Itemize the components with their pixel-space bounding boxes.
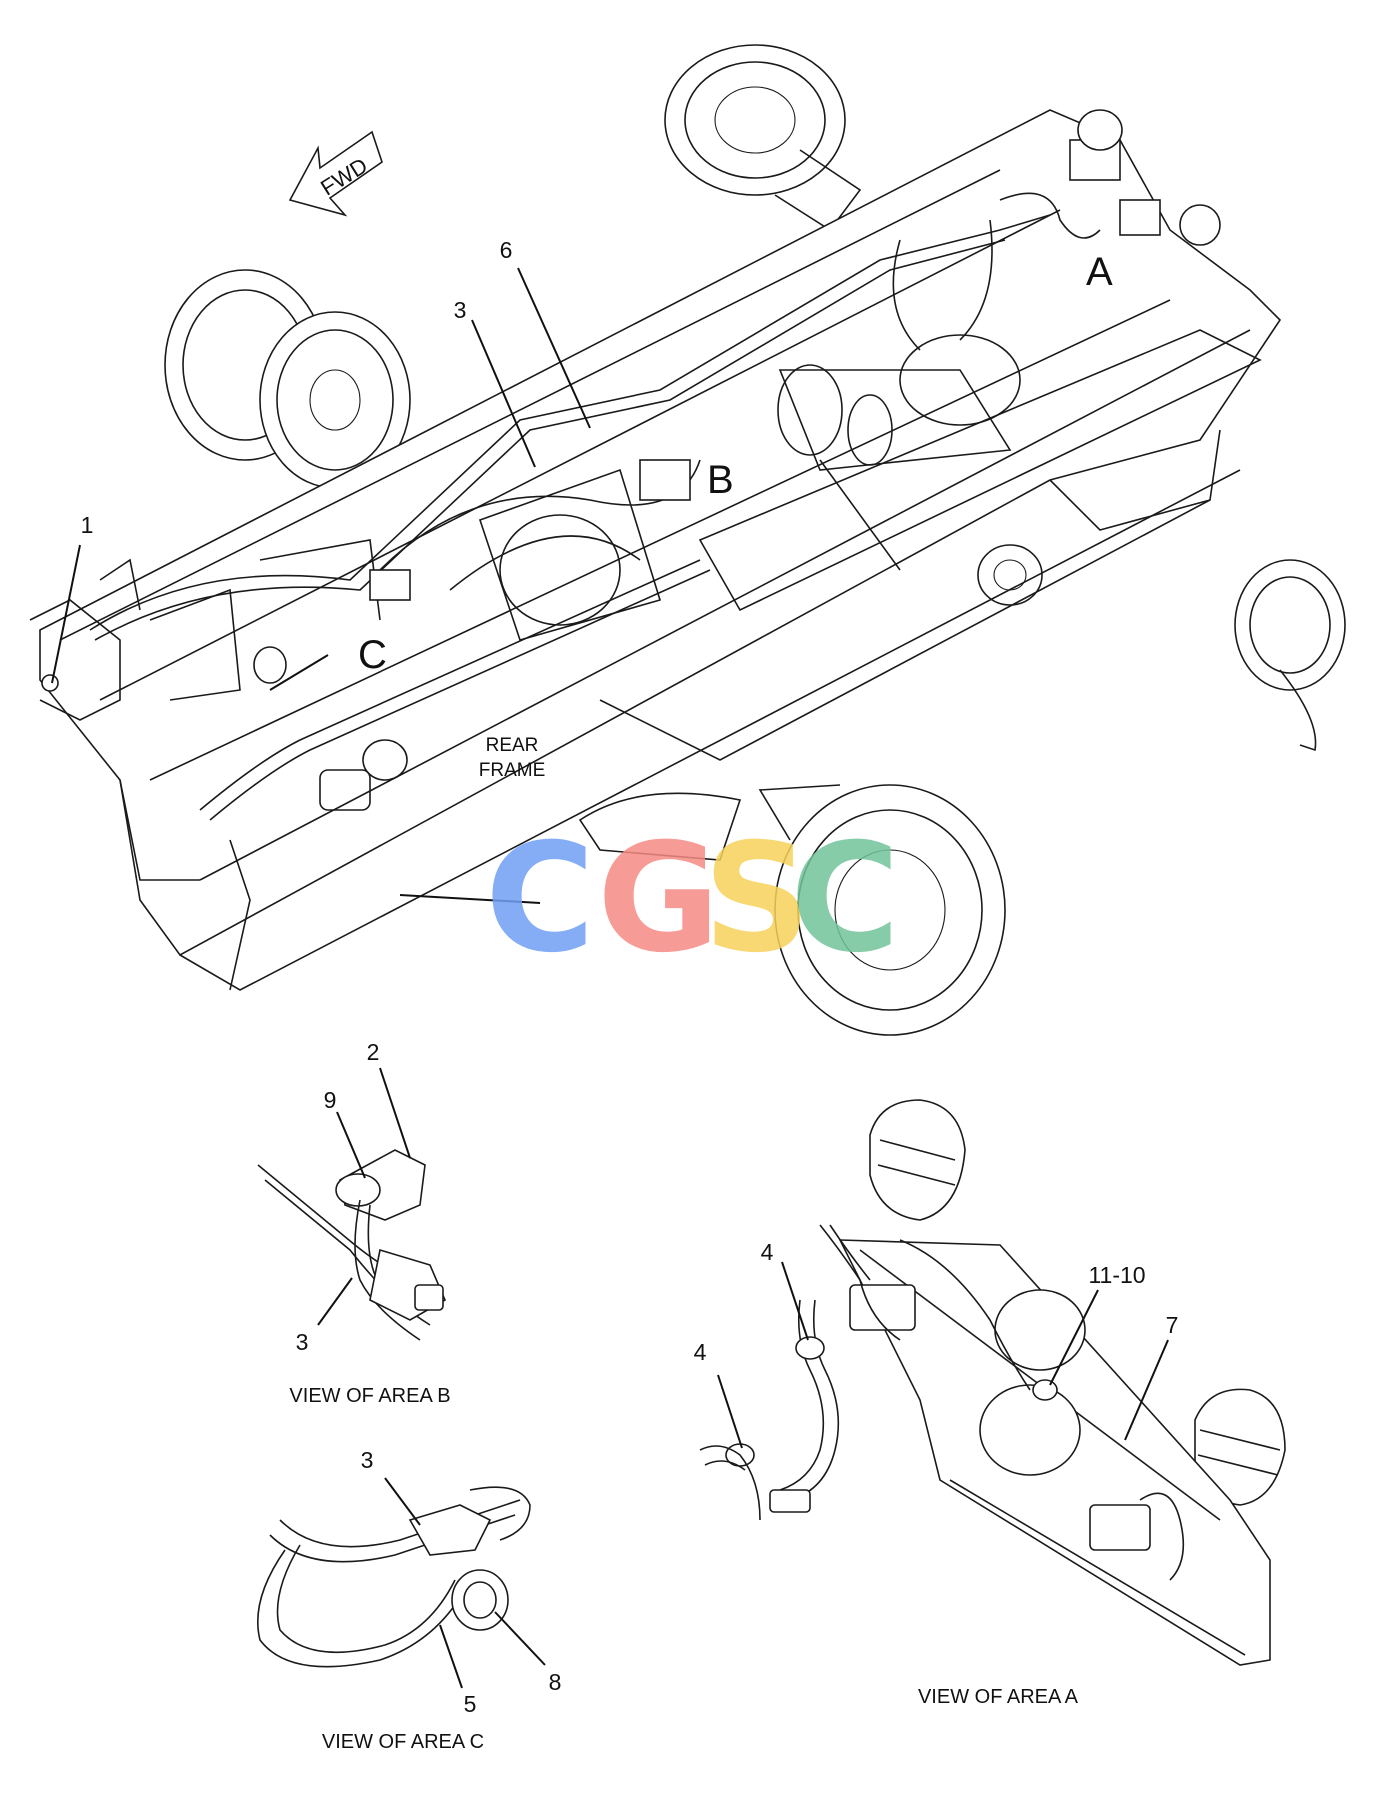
fwd-arrow-icon: FWD [288, 130, 383, 217]
view-a-callout-4-upper: 4 [761, 1239, 774, 1265]
callout-1: 1 [81, 512, 94, 538]
callout-3-main: 3 [454, 297, 467, 323]
view-c-caption: VIEW OF AREA C [322, 1731, 484, 1753]
area-letter-b: B [707, 458, 734, 502]
frame-components [41, 109, 1221, 861]
view-a-callout-4-lower: 4 [694, 1339, 707, 1365]
view-area-c: 3 8 5 VIEW OF AREA C [257, 1447, 562, 1753]
watermark-letter-3: S [703, 812, 811, 986]
view-b-caption: VIEW OF AREA B [289, 1385, 450, 1407]
view-b-callout-2: 2 [367, 1039, 380, 1065]
frame-label-line2: FRAME [479, 760, 546, 781]
main-leaders [51, 267, 591, 904]
view-b-callout-9: 9 [324, 1087, 337, 1113]
view-c-callout-3: 3 [361, 1447, 374, 1473]
watermark-letter-1: C [485, 812, 595, 986]
view-a-caption: VIEW OF AREA A [918, 1686, 1079, 1708]
callout-6: 6 [500, 237, 513, 263]
frame-rails [39, 109, 1282, 991]
view-area-b: 2 9 3 VIEW OF AREA B [257, 1039, 451, 1407]
wheel-hub-left [164, 269, 411, 489]
wheel-hub-right [1234, 559, 1346, 752]
view-c-callout-8: 8 [549, 1669, 562, 1695]
watermark-logo: C G S C [485, 812, 900, 986]
view-b-callout-3: 3 [296, 1329, 309, 1355]
wheel-hub-top-right [664, 44, 862, 232]
area-letter-a: A [1086, 250, 1113, 294]
wheel-hub-bottom [758, 784, 1006, 1036]
watermark-letter-4: C [790, 812, 900, 986]
frame-label-line1: REAR [486, 735, 539, 756]
cross-members [478, 334, 1043, 641]
view-area-a: 4 4 11-10 7 VIEW OF AREA A [694, 1099, 1286, 1708]
area-letter-c: C [358, 633, 387, 677]
view-a-callout-11-10: 11-10 [1088, 1262, 1145, 1288]
rear-frame-assembly: FWD A B C 1 3 6 REAR FRAME [29, 44, 1346, 1036]
view-a-callout-7: 7 [1166, 1312, 1179, 1338]
frame-front-bracket [29, 558, 408, 991]
watermark-letter-2: G [597, 812, 720, 986]
view-c-callout-5: 5 [464, 1691, 477, 1717]
